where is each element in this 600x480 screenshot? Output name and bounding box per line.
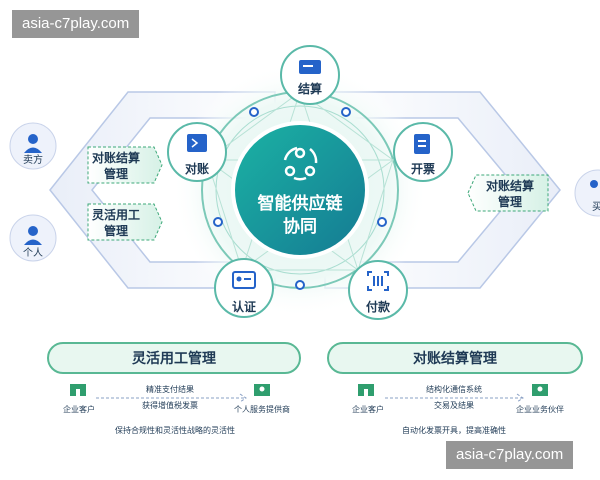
watermark-bottom: asia-c7play.com: [446, 441, 574, 469]
right-reconcile-l2: 管理: [498, 194, 522, 209]
panel-reconcile-arrow: [385, 393, 524, 403]
panel-flex-arrow-l1: 精准支付结果: [146, 384, 194, 394]
seller-actor: 卖方: [9, 122, 57, 170]
invoice-icon: [414, 134, 430, 154]
panel-reconcile-settlement: 对账结算管理 企业客户 企业业务伙伴 结构化通信系统 交易及结果 自动化发票开具…: [327, 342, 583, 435]
auth-icon: [232, 271, 256, 289]
panel-flex-arrow: [96, 393, 247, 403]
settle-icon: [299, 60, 321, 74]
left-flex-l1: 灵活用工: [92, 207, 140, 222]
panel-flex-right-label: 个人服务提供商: [234, 404, 290, 414]
settle-label: 结算: [298, 81, 322, 96]
panel-reconcile-arrow-l2: 交易及结果: [434, 400, 474, 410]
panel-reconcile-arrow-l1: 结构化通信系统: [426, 384, 482, 394]
panel-flex-left-label: 企业客户: [63, 404, 95, 414]
hub-title-line1: 智能供应链: [258, 193, 344, 214]
pay-label: 付款: [366, 299, 391, 314]
person-icon: [24, 226, 42, 245]
panel-reconcile-title: 对账结算管理: [413, 350, 497, 367]
panel-flex-title: 灵活用工管理: [132, 350, 216, 367]
right-enterprise-icon: [358, 384, 374, 396]
share-icon: [283, 146, 318, 181]
node-auth: 认证: [214, 258, 274, 318]
seller-icon: [24, 134, 42, 153]
right-reconcile-box: 对账结算 管理: [467, 174, 549, 212]
left-flex-l2: 管理: [104, 223, 128, 238]
seller-label: 卖方: [23, 153, 43, 166]
buyer-label: 买: [592, 201, 600, 213]
panel-flex-arrow-l2: 获得增值税发票: [142, 400, 198, 410]
panel-reconcile-footer: 自动化发票开具，提高准确性: [402, 425, 506, 435]
right-partner-icon: [532, 384, 548, 396]
ring-dots: [213, 107, 387, 290]
left-reconcile-box: 对账结算 管理: [87, 146, 163, 184]
reconcile-label: 对账: [185, 161, 209, 176]
reconcile-icon: [187, 134, 207, 152]
hub-title-line2: 协同: [283, 216, 317, 237]
left-reconcile-l2: 管理: [104, 166, 128, 181]
node-settle: 结算: [280, 45, 340, 105]
node-reconcile: 对账: [167, 122, 227, 182]
node-pay: 付款: [348, 260, 408, 320]
person-label: 个人: [23, 247, 43, 259]
auth-label: 认证: [232, 299, 256, 314]
right-reconcile-l1: 对账结算: [486, 178, 534, 193]
panel-flex-footer: 保持合规性和灵活性战略的灵活性: [115, 425, 235, 435]
panel-reconcile-right-label: 企业业务伙伴: [516, 404, 564, 414]
pay-icon: [367, 271, 389, 291]
panel-flex-employment: 灵活用工管理 企业客户 个人服务提供商 精准支付结果 获得增值税发票 保持合规性…: [47, 342, 301, 435]
watermark-top: asia-c7play.com: [12, 10, 140, 38]
buyer-icon: [590, 180, 598, 188]
left-enterprise-icon: [70, 384, 86, 396]
node-invoice: 开票: [393, 122, 453, 182]
buyer-actor: 买: [574, 169, 600, 217]
panel-reconcile-left-label: 企业客户: [352, 404, 384, 414]
invoice-label: 开票: [411, 162, 435, 176]
hub: 智能供应链 协同: [172, 62, 428, 318]
person-actor: 个人: [9, 214, 57, 262]
left-reconcile-l1: 对账结算: [92, 150, 140, 165]
left-flex-box: 灵活用工 管理: [87, 203, 163, 241]
left-provider-icon: [254, 384, 270, 396]
